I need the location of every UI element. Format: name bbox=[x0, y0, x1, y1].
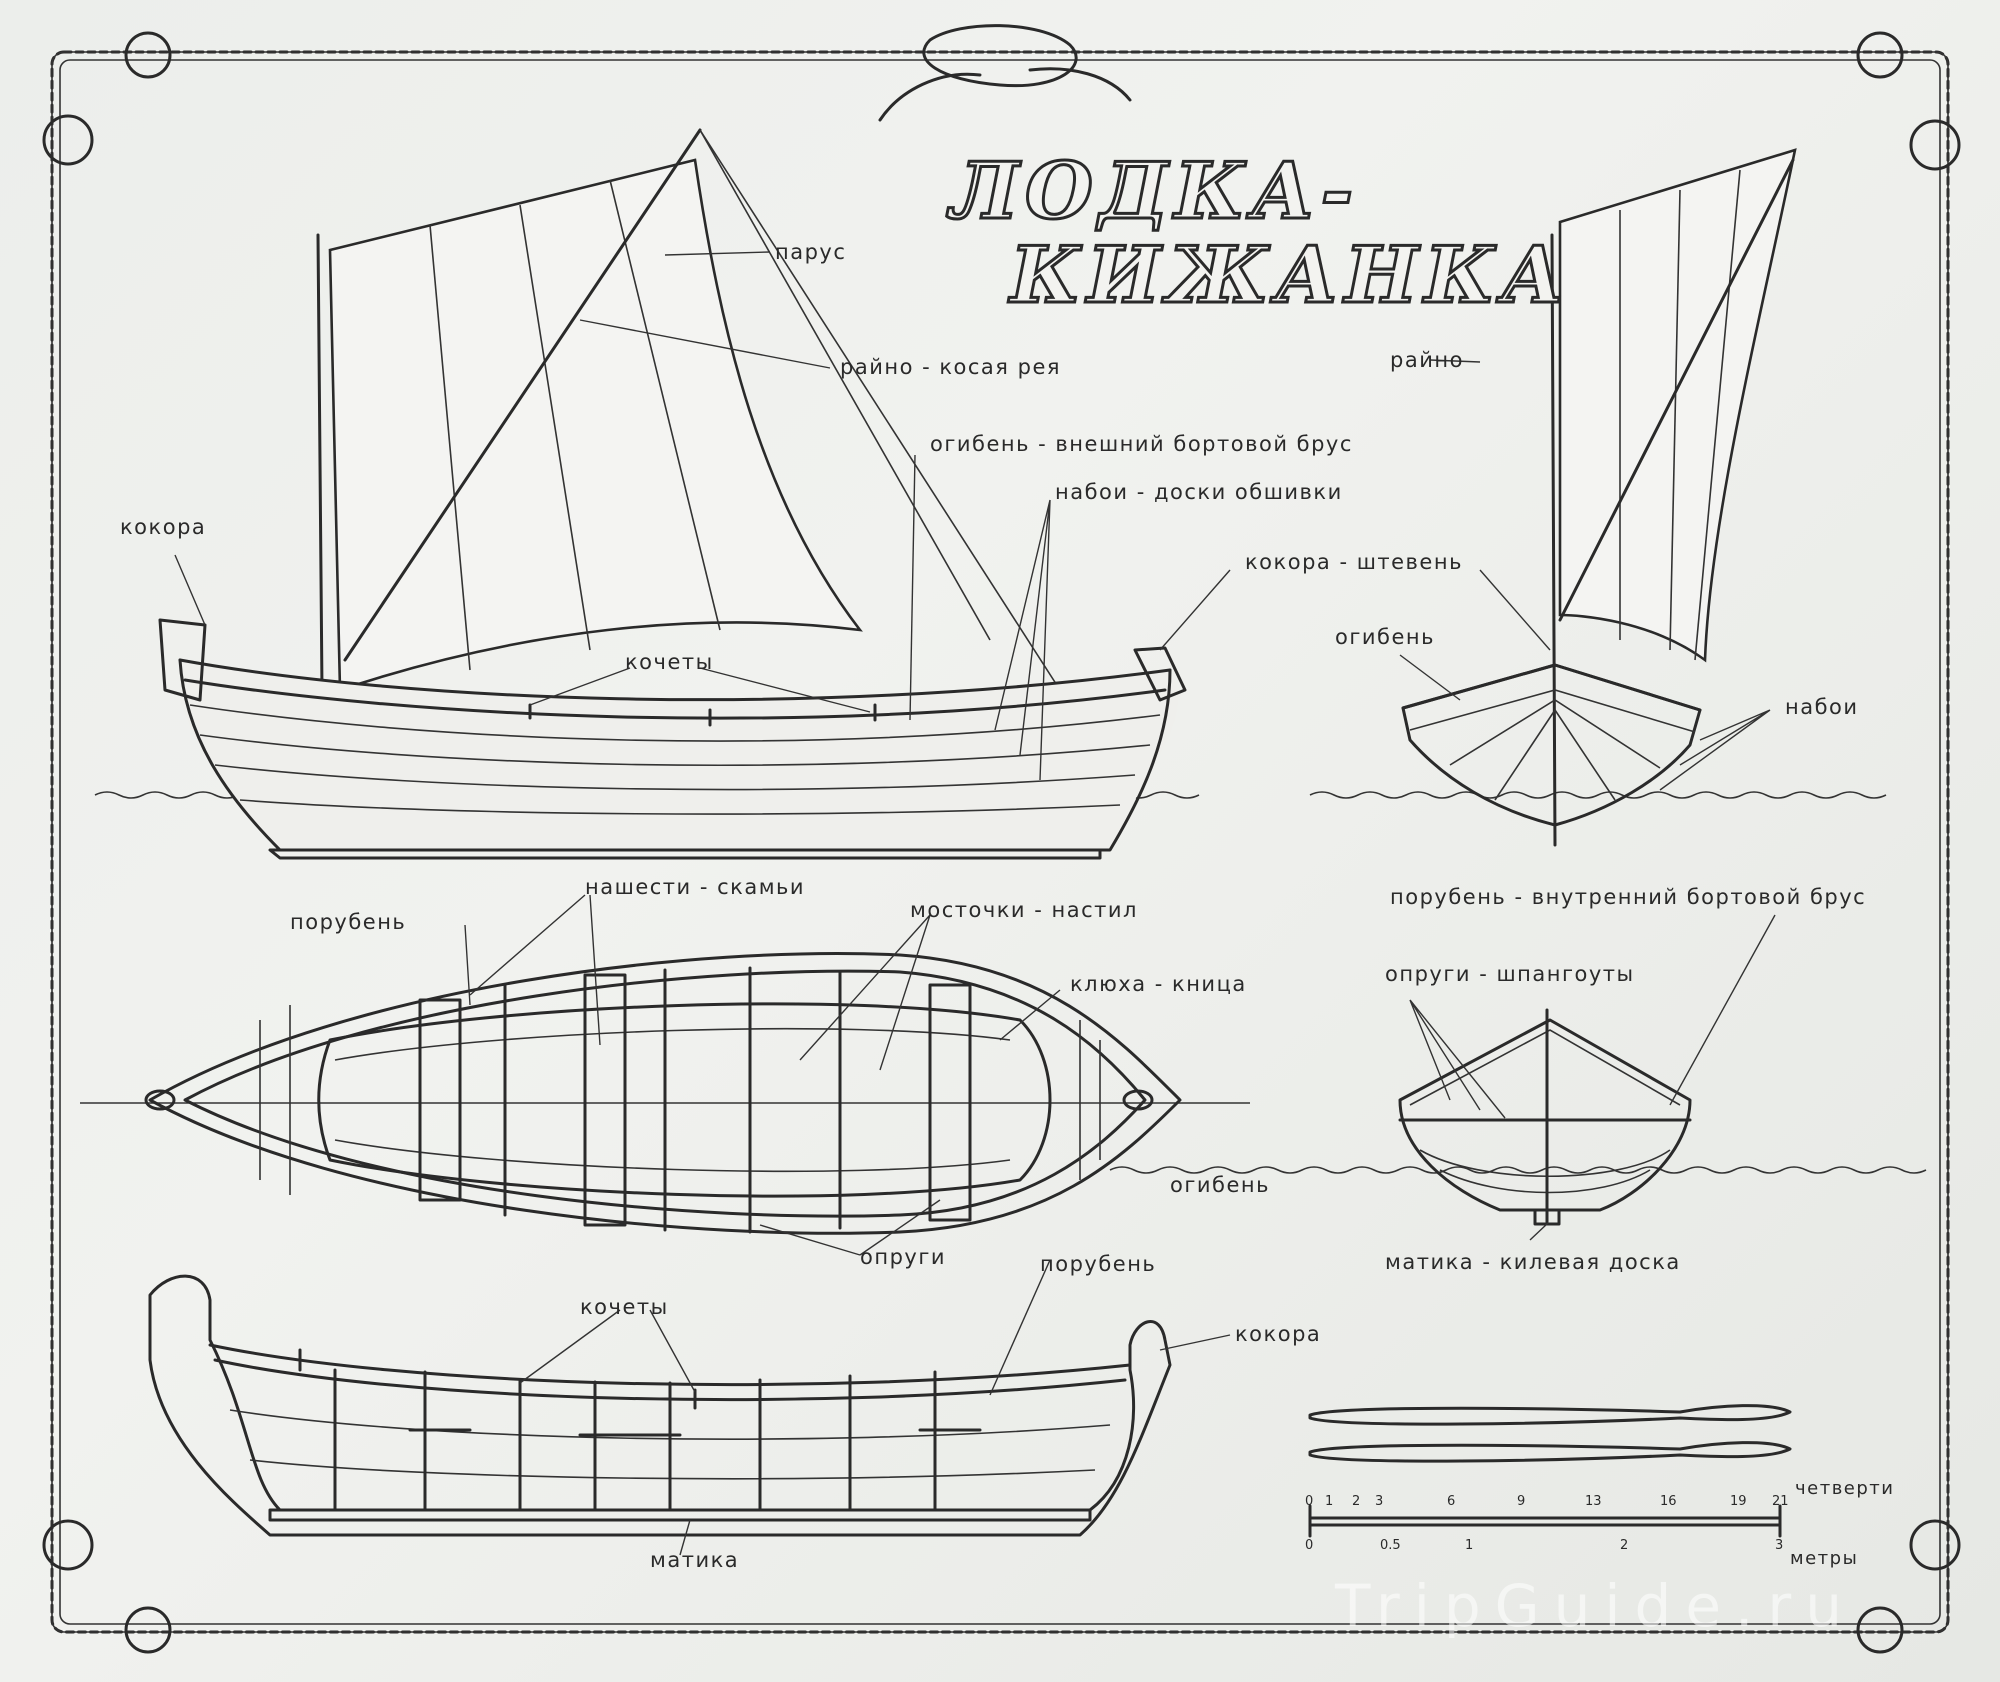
scale-bottom-tick: 1 bbox=[1465, 1538, 1474, 1553]
label-porube-lower: порубень bbox=[1040, 1252, 1157, 1276]
label-inner-gunwale: порубень - внутренний бортовой брус bbox=[1390, 885, 1867, 909]
scale-top-tick: 13 bbox=[1585, 1494, 1602, 1509]
scale-bottom-tick: 0.5 bbox=[1380, 1538, 1401, 1553]
label-knee: клюха - кница bbox=[1070, 972, 1247, 996]
scale-top-tick: 1 bbox=[1325, 1494, 1334, 1509]
label-floorboards: мосточки - настил bbox=[910, 898, 1138, 922]
scale-top-tick: 21 bbox=[1772, 1494, 1789, 1509]
scale-top-tick: 6 bbox=[1447, 1494, 1456, 1509]
label-matika: матика bbox=[650, 1548, 740, 1572]
label-keel-plank: матика - килевая доска bbox=[1385, 1250, 1681, 1274]
label-ogiben-section: огибень bbox=[1170, 1173, 1271, 1197]
scale-bottom-tick: 0 bbox=[1305, 1538, 1314, 1553]
label-sail: парус bbox=[775, 240, 847, 264]
label-naboi-front: набои bbox=[1785, 695, 1859, 719]
oars bbox=[1308, 1404, 1792, 1463]
title-line-1: ЛОДКА- bbox=[949, 146, 1360, 237]
label-porube-plan: порубень bbox=[290, 910, 407, 934]
leader-lines bbox=[174, 251, 1776, 1556]
scale-unit-meters: метры bbox=[1790, 1548, 1859, 1569]
scale-top-tick: 2 bbox=[1352, 1494, 1361, 1509]
scale-top-tick: 9 bbox=[1517, 1494, 1526, 1509]
label-thwarts: нашести - скамьи bbox=[585, 875, 806, 899]
title-line-2: КИЖАНКА bbox=[1009, 230, 1571, 321]
label-kokora-lower: кокора bbox=[1235, 1322, 1322, 1346]
scale-bottom-tick: 3 bbox=[1775, 1538, 1784, 1553]
drawing-title: ЛОДКА- КИЖАНКА bbox=[949, 146, 1571, 321]
watermark: TripGuide.ru bbox=[1335, 1572, 1857, 1640]
label-raino: райно bbox=[1390, 348, 1464, 372]
label-oprugi: опруги bbox=[860, 1245, 947, 1269]
section-view-boat bbox=[1398, 1008, 1692, 1226]
label-kokora-top: кокора bbox=[120, 515, 207, 539]
longitudinal-section-boat bbox=[148, 1274, 1172, 1537]
scale-bottom-tick: 2 bbox=[1620, 1538, 1629, 1553]
label-frames: опруги - шпангоуты bbox=[1385, 962, 1635, 986]
scale-top-tick: 3 bbox=[1375, 1494, 1384, 1509]
label-outer-gunwale: огибень - внешний бортовой брус bbox=[930, 432, 1353, 456]
front-view-boat bbox=[1401, 148, 1797, 847]
label-yard: райно - косая рея bbox=[840, 355, 1061, 379]
scale-bar bbox=[1308, 1504, 1782, 1538]
label-planking: набои - доски обшивки bbox=[1055, 480, 1343, 504]
scale-top-tick: 0 bbox=[1305, 1494, 1314, 1509]
label-kokora-stem: кокора - штевень bbox=[1245, 550, 1463, 574]
rope-border bbox=[42, 24, 1961, 1654]
scale-unit-quarters: четверти bbox=[1795, 1478, 1895, 1499]
plan-view-boat bbox=[80, 952, 1250, 1235]
label-oarlocks-lower: кочеты bbox=[580, 1295, 669, 1319]
label-ogiben-front: огибень bbox=[1335, 625, 1436, 649]
scale-top-tick: 19 bbox=[1730, 1494, 1747, 1509]
side-view-boat bbox=[158, 128, 1187, 860]
label-oarlocks-top: кочеты bbox=[625, 650, 714, 674]
scale-top-tick: 16 bbox=[1660, 1494, 1677, 1509]
